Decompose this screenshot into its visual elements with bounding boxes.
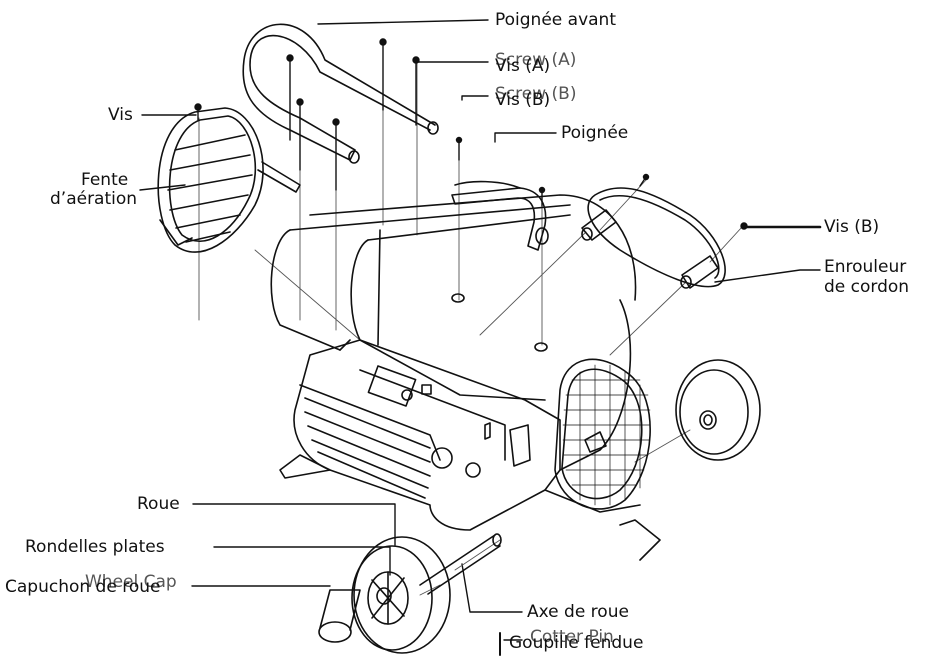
left-wheel: [351, 536, 451, 654]
cord-wrap: [581, 187, 726, 289]
vent-grille: [157, 107, 264, 253]
leader-lines: [139, 19, 822, 641]
label-poignee-avant: Poignée avant: [495, 10, 616, 30]
label-enrouleur-line1: Enrouleur: [824, 257, 907, 277]
label-vis-b-top: Vis (B): [495, 90, 551, 110]
leader-fente: [139, 184, 186, 191]
leader-vis-b-top: [461, 95, 489, 101]
screws: [194, 38, 748, 230]
label-rondelles: Rondelles plates: [25, 537, 165, 557]
assembly-lines: [198, 43, 743, 596]
label-enrouleur-line2: de cordon: [824, 277, 910, 297]
leader-poignee-avant: [317, 19, 489, 25]
rear-grille: [554, 358, 651, 510]
right-wheel: [675, 359, 761, 461]
label-cotter-pin: Cotter Pin: [530, 627, 614, 647]
label-fente-line2: d’aération: [50, 189, 138, 209]
heater-cylinder: [270, 194, 637, 471]
label-poignee: Poignée: [561, 123, 629, 143]
label-vis: Vis: [108, 105, 133, 125]
label-vis-a: Vis (A): [495, 56, 551, 76]
leader-roue: [192, 503, 396, 546]
wheel-cap: [318, 589, 361, 643]
label-roue: Roue: [137, 494, 180, 514]
leader-poignee: [494, 132, 557, 143]
wheel-axle: [419, 533, 502, 595]
label-wheel-cap: Wheel Cap: [85, 572, 177, 592]
label-vis-b-right: Vis (B): [824, 217, 880, 237]
leader-axe: [461, 563, 523, 613]
label-screw-a: Screw (A): [495, 50, 577, 70]
label-goupille: Goupille fendue: [509, 633, 644, 653]
leader-enrouleur: [714, 269, 821, 283]
label-screw-b: Screw (B): [495, 84, 577, 104]
leader-rondelles: [213, 546, 391, 576]
top-handle: [451, 180, 549, 251]
label-fente-line1: Fente: [81, 170, 129, 190]
label-axe: Axe de roue: [527, 602, 629, 622]
front-handle: [242, 23, 439, 193]
base-housing: [279, 339, 661, 561]
label-capuchon: Capuchon de roue: [5, 577, 161, 597]
